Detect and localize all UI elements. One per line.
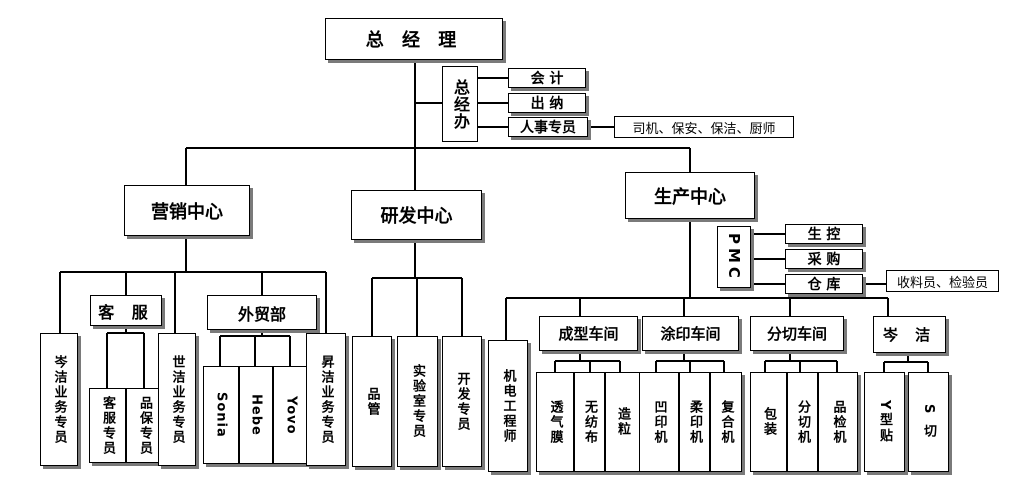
trade-member: Sonia (203, 366, 239, 464)
trade-member: Yovo (273, 366, 309, 464)
rnd-member: 开发专员 (442, 336, 482, 467)
sales-cenjie: 岑洁业务专员 (40, 333, 78, 466)
pmc-item: 仓 库 (785, 274, 863, 294)
service-member: 品保专员 (126, 388, 163, 463)
office-hr: 人事专员 (508, 117, 588, 137)
sales-shengjie: 昇洁业务专员 (306, 333, 346, 466)
warehouse-note: 收料员、检验员 (886, 270, 999, 292)
trade-node: 外贸部 (207, 295, 317, 330)
workshop-node: 岑 洁 (873, 316, 946, 353)
workshop-member: 凹印机 (639, 372, 679, 472)
office-node: 总经办 (442, 66, 478, 142)
workshop-member: 透气膜 (536, 372, 574, 472)
pmc-item: 生 控 (785, 224, 863, 244)
service-member: 客服专员 (89, 388, 126, 463)
workshop-member: 品检机 (818, 372, 858, 472)
office-cashier: 出 纳 (508, 93, 586, 113)
workshop-member: 包装 (750, 372, 787, 472)
rnd-member: 实验室专员 (397, 336, 438, 467)
production-node: 生产中心 (625, 172, 755, 219)
engineer-node: 机电工程师 (488, 340, 528, 472)
service-node: 客 服 (90, 295, 162, 326)
workshop-member: 造粒 (605, 372, 640, 472)
workshop-member: 无纺布 (574, 372, 605, 472)
workshop-member: S 切 (908, 372, 949, 472)
workshop-member: Y型贴 (864, 372, 905, 472)
office-accountant: 会 计 (508, 68, 586, 88)
rnd-node: 研发中心 (351, 190, 482, 240)
workshop-member: 复合机 (710, 372, 742, 472)
pmc-item: 采 购 (785, 249, 863, 269)
root-node: 总 经 理 (325, 18, 503, 60)
rnd-member: 品管 (352, 336, 392, 467)
workshop-node: 成型车间 (539, 316, 638, 351)
pmc-node: PMC (717, 226, 751, 288)
workshop-member: 分切机 (787, 372, 818, 472)
office-hr-note: 司机、保安、保洁、厨师 (614, 116, 794, 138)
workshop-member: 柔印机 (679, 372, 710, 472)
trade-member: Hebe (239, 366, 273, 464)
workshop-node: 分切车间 (750, 316, 844, 351)
workshop-node: 涂印车间 (642, 316, 739, 351)
marketing-node: 营销中心 (124, 185, 250, 236)
sales-shijie: 世洁业务专员 (158, 333, 196, 466)
